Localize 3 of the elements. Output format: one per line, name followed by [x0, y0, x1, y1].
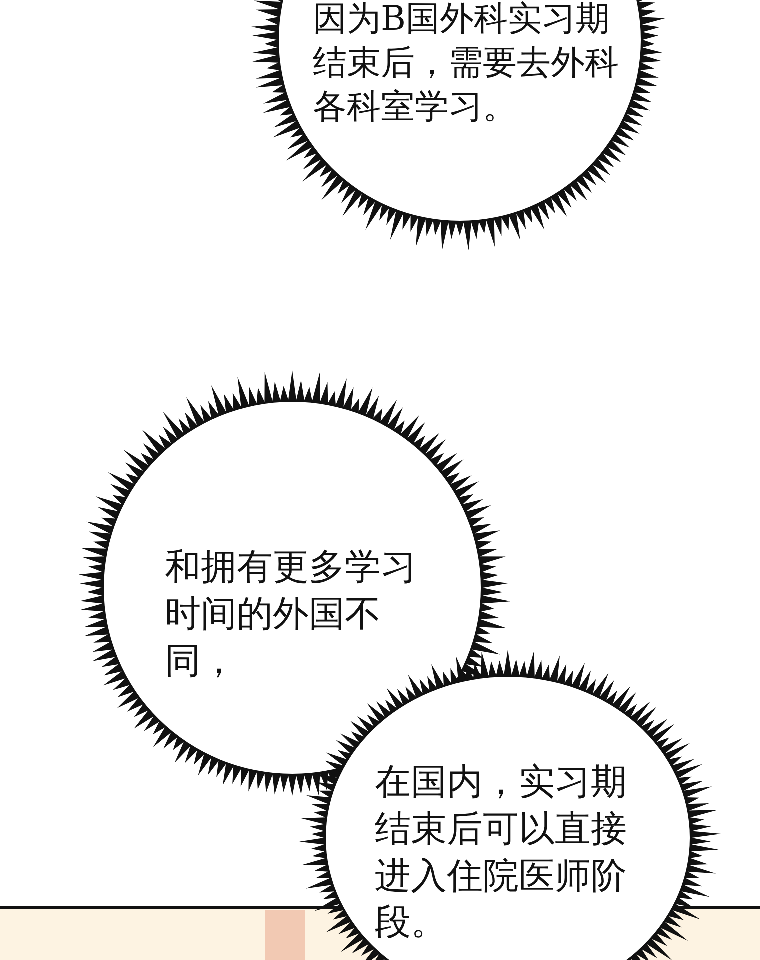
speech-text: 和拥有更多学习时间的外国不同， — [165, 546, 418, 684]
speech-text: 在国内，实习期结束后可以直接进入住院医师阶段。 — [375, 761, 628, 946]
speech-text: 因为B国外科实习期结束后，需要去外科各科室学习。 — [313, 0, 620, 130]
